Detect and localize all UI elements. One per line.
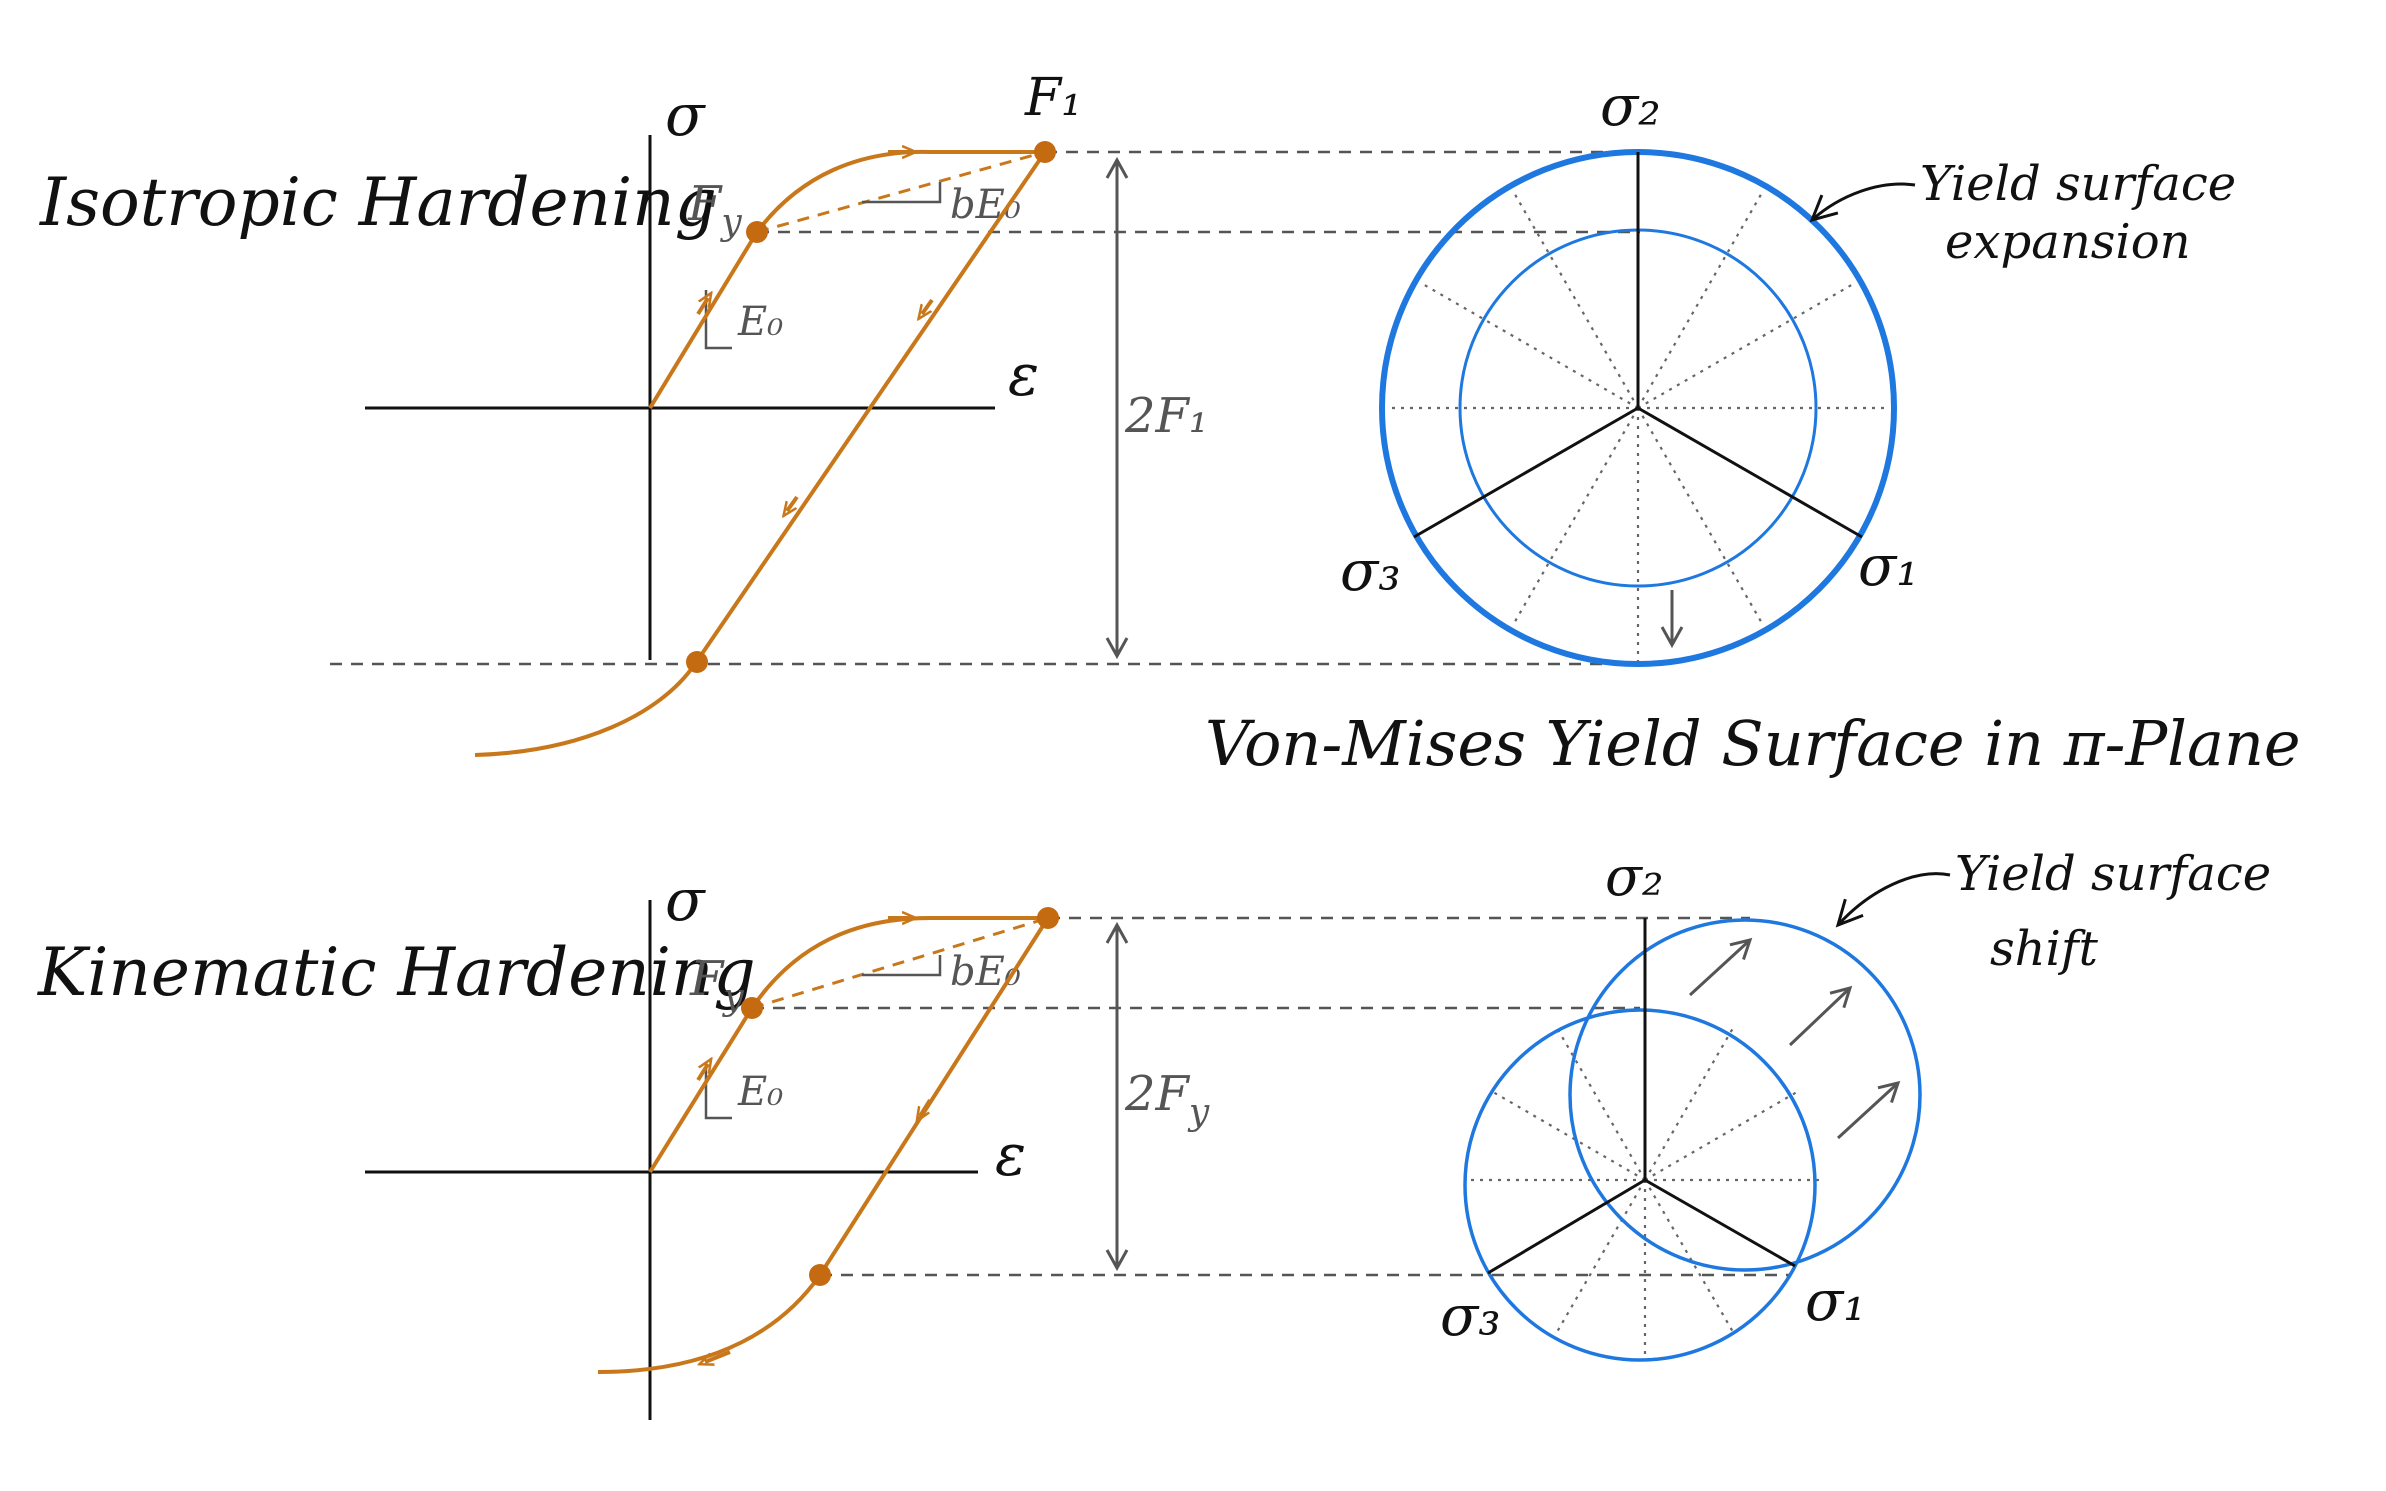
iso-point-reverse (686, 651, 708, 673)
kin-bE0-label: bE₀ (950, 949, 1021, 995)
kin-pi-plane: σ₂ σ₁ σ₃ (1440, 845, 1922, 1362)
kin-arrow-unload (920, 1098, 932, 1116)
kin-s1-label: σ₁ (1805, 1269, 1866, 1334)
iso-pi-plane: σ₂ σ₁ σ₃ (1340, 74, 1919, 667)
iso-eps-label: ε (1008, 341, 1039, 409)
kin-E0-triangle (704, 1062, 732, 1120)
kin-s1-axis (1644, 1178, 1796, 1268)
kin-point-top (1037, 907, 1059, 929)
kin-shifted-yield-circle (1568, 918, 1922, 1272)
kin-annotation-line2: shift (1990, 921, 2099, 977)
iso-E0-triangle (704, 290, 732, 350)
kin-annotation-line1: Yield surface (1955, 846, 2271, 902)
kin-shift-arrow-1 (1688, 937, 1753, 997)
kin-eps-label: ε (995, 1121, 1026, 1189)
kin-sigma-label: σ (665, 866, 706, 934)
pi-plane-caption: Von-Mises Yield Surface in π-Plane (1205, 707, 2301, 780)
iso-annotation-line2: expansion (1945, 214, 2191, 270)
kin-s3-label: σ₃ (1440, 1284, 1501, 1349)
isotropic-panel: Isotropic Hardening σ ε E₀ bE₀ F₁ Fy 2F₁ (39, 68, 2301, 780)
iso-Fy-label: Fy (687, 176, 742, 243)
kin-point-Fy (741, 997, 763, 1019)
iso-arrow-unload2 (787, 495, 799, 511)
iso-F1-label: F₁ (1024, 68, 1082, 128)
iso-sigma-label: σ (665, 81, 706, 149)
kin-arrow-reverse (705, 1350, 731, 1362)
kin-dimension-label: 2Fy (1124, 1066, 1210, 1133)
kin-shift-arrow-3 (1836, 1080, 1901, 1140)
iso-point-Fy (746, 221, 768, 243)
kin-initial-yield-circle (1463, 1008, 1817, 1362)
iso-arrow-unload1 (922, 298, 934, 314)
kinematic-panel: Kinematic Hardening σ ε E₀ bE₀ Fy 2Fy (37, 845, 2271, 1420)
kin-Fy-label: Fy (689, 951, 744, 1018)
kin-E0-label: E₀ (737, 1069, 783, 1115)
iso-s2-label: σ₂ (1600, 74, 1661, 139)
iso-E0-label: E₀ (737, 299, 783, 345)
kin-annotation-arrow (1835, 872, 1951, 928)
iso-s3-axis (1413, 406, 1639, 539)
iso-bE0-triangle (862, 182, 942, 204)
kinematic-title: Kinematic Hardening (37, 934, 756, 1011)
iso-s3-label: σ₃ (1340, 539, 1401, 604)
kin-bE0-triangle (862, 955, 942, 977)
iso-point-F1 (1034, 141, 1056, 163)
kin-s3-axis (1487, 1178, 1646, 1275)
kin-s2-label: σ₂ (1605, 845, 1664, 908)
iso-s1-label: σ₁ (1858, 534, 1919, 599)
isotropic-title: Isotropic Hardening (39, 164, 717, 241)
iso-dash-slope (756, 150, 1046, 234)
iso-dimension-label: 2F₁ (1124, 388, 1208, 444)
iso-annotation-arrow (1809, 182, 1916, 223)
kin-shift-arrow-2 (1788, 985, 1853, 1047)
iso-s1-axis (1637, 406, 1863, 539)
iso-pi-dotted-rays (1388, 190, 1888, 664)
kin-dash-slope (751, 916, 1049, 1010)
kin-point-reverse (809, 1264, 831, 1286)
iso-annotation-line1: Yield surface (1920, 156, 2236, 212)
iso-arrow-elastic (696, 298, 708, 316)
kin-arrow-elastic (696, 1064, 708, 1082)
kin-pi-dotted-rays (1470, 1027, 1820, 1355)
